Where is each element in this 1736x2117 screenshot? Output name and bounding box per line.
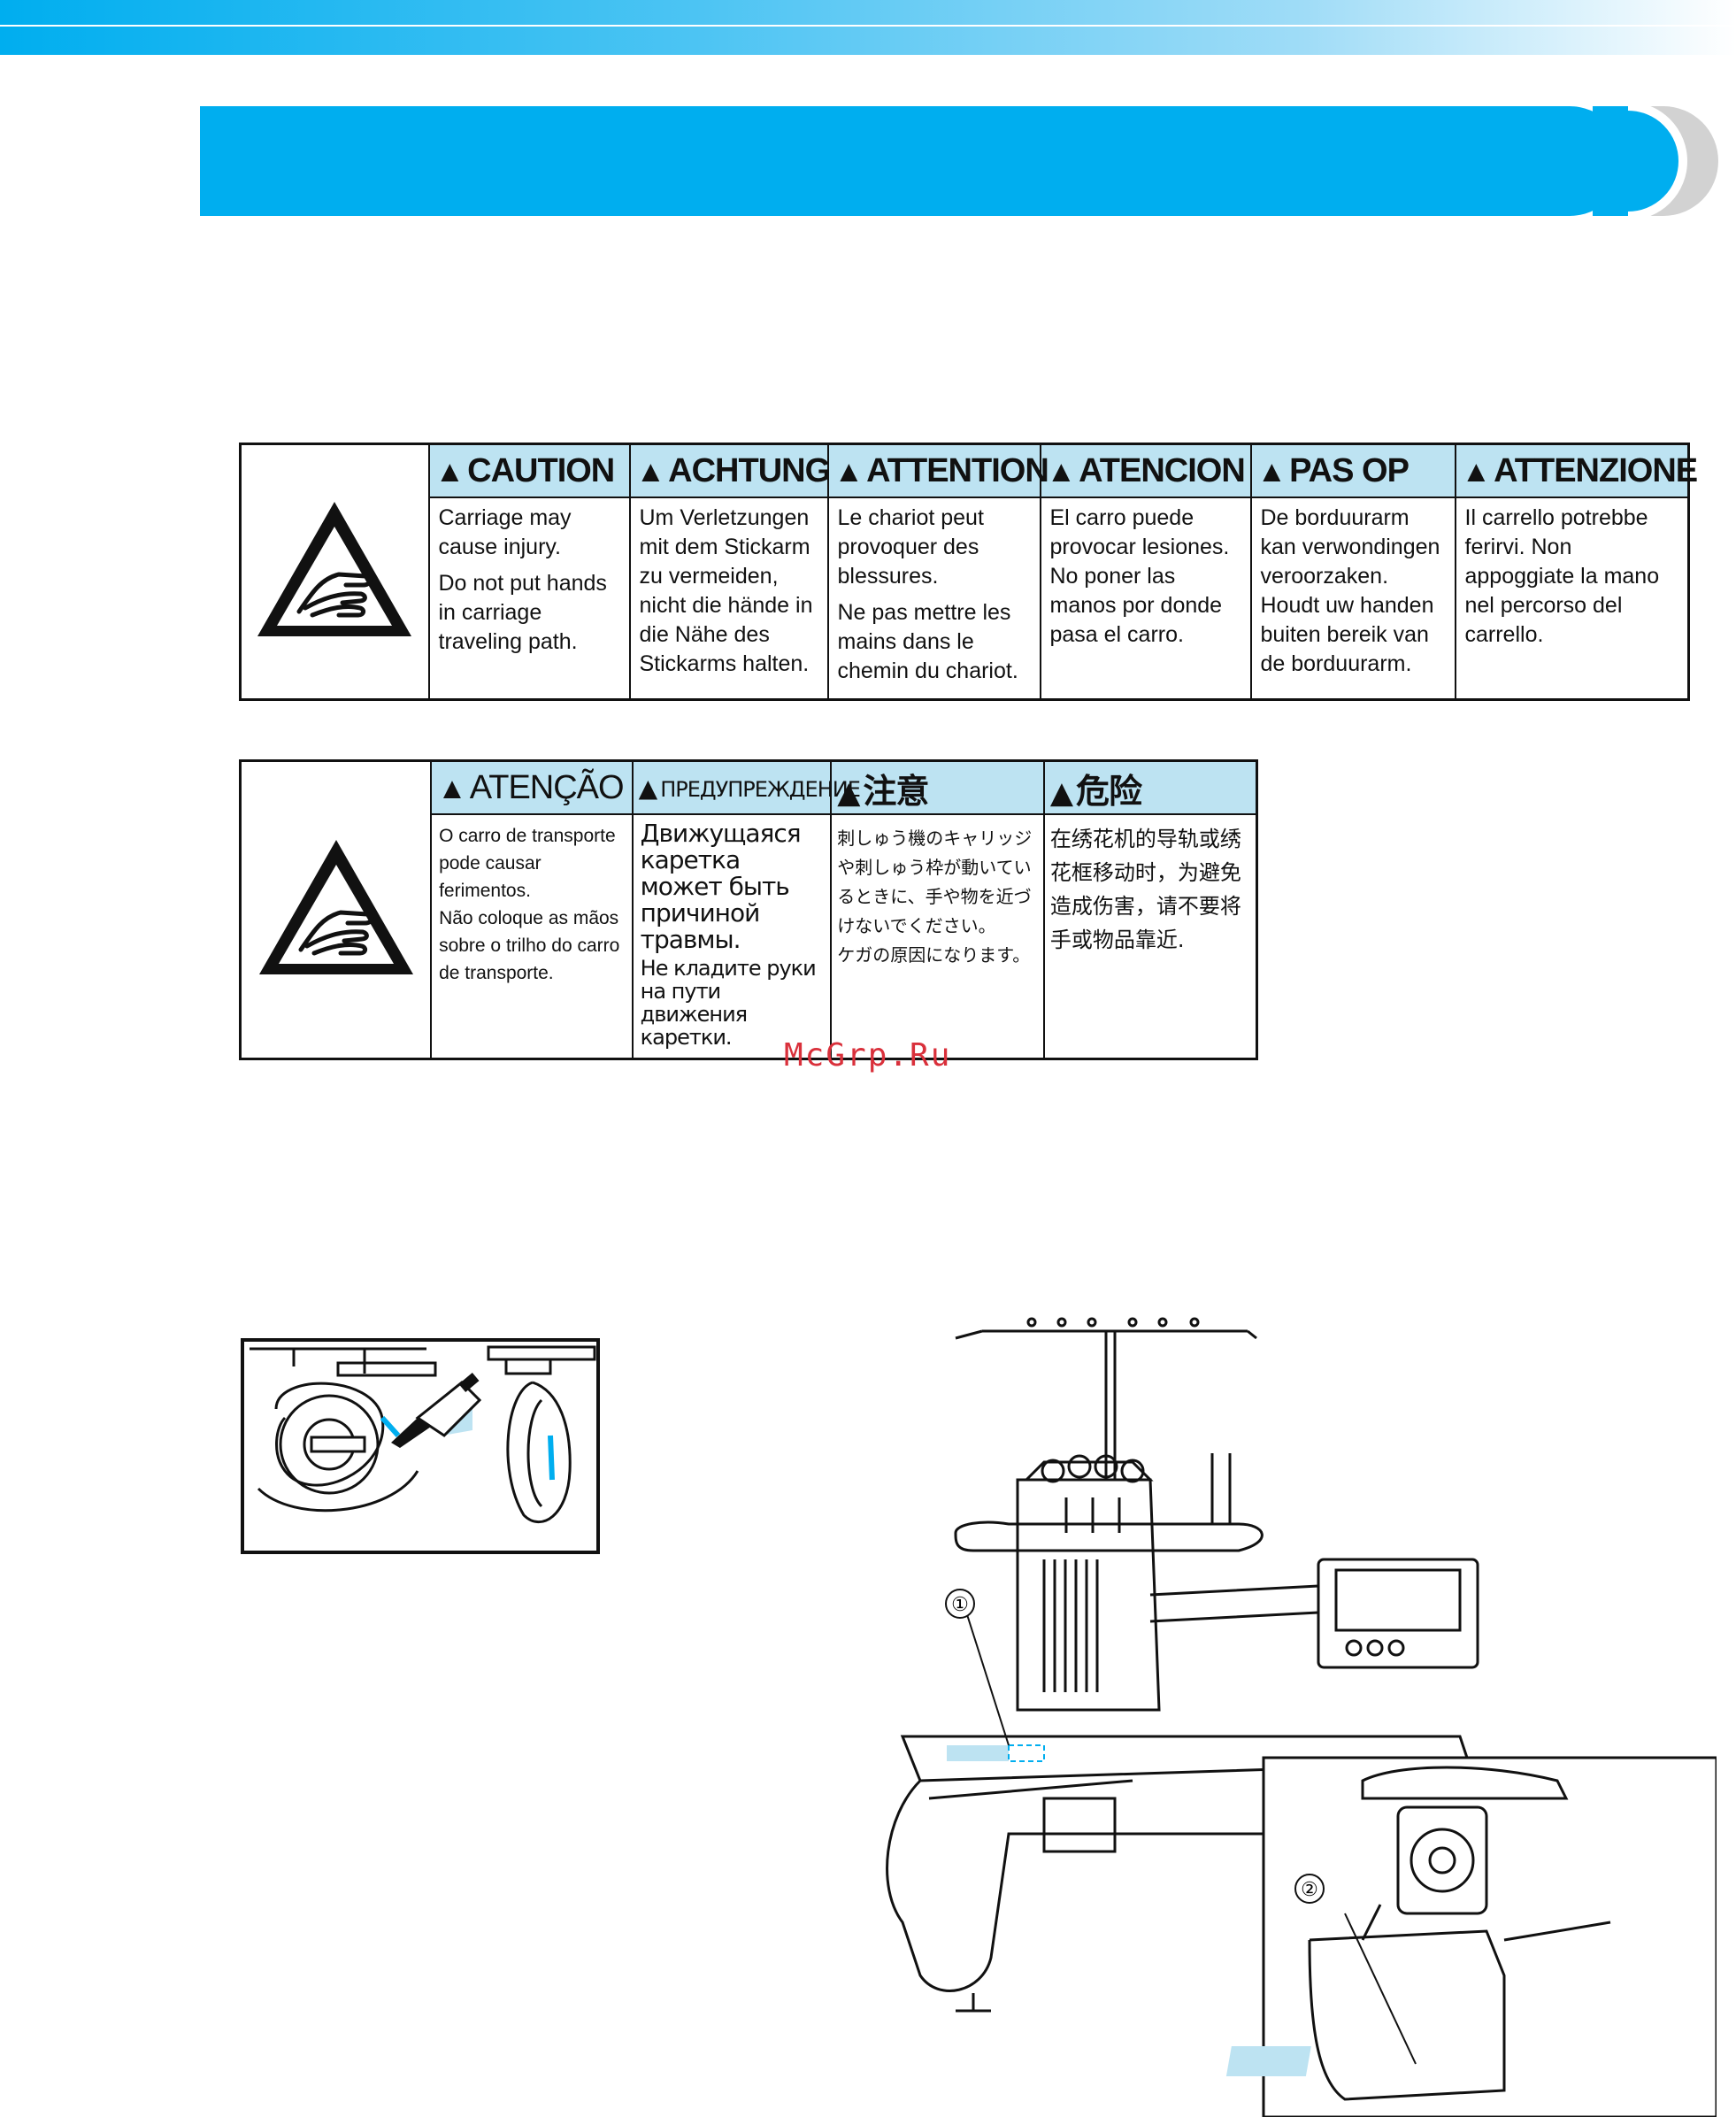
page-header-band: [0, 0, 1736, 55]
oiler-icon: [391, 1372, 482, 1448]
caution-header-es: ▲ATENCION: [1039, 443, 1252, 498]
caution-header-ru: ▲ПРЕДУПРЕЖДЕНИЕ: [631, 759, 861, 815]
caution-text-pt: O carro de transporte pode causar ferime…: [430, 813, 634, 1060]
hand-in-carriage-warning-icon: [257, 501, 412, 636]
title-bar-end-cap: [1593, 106, 1718, 216]
caution-text-ru: Движущаяся каретка может быть причиной т…: [631, 813, 833, 1060]
caution-header-zh: ▲危险: [1042, 759, 1258, 815]
svg-text:①: ①: [951, 1593, 969, 1615]
caution-text-nl: De borduurarm kan verwondingen veroorzak…: [1249, 497, 1456, 701]
callout-2: ②: [1294, 1874, 1325, 1904]
callout-1: ①: [945, 1589, 975, 1619]
caution-text-fr: Le chariot peut provoquer des blessures.…: [826, 497, 1041, 701]
caution-header-ja: ▲注意: [830, 759, 1045, 815]
caution-text-zh: 在绣花机的导轨或绣花框移动时，为避免造成伤害，请不要将手或物品靠近.: [1042, 813, 1258, 1060]
caution-label-1: ▲CAUTION ▲ACHTUNG ▲ATTENTION ▲ATENCION ▲…: [239, 443, 1698, 701]
oiling-illustration: [241, 1338, 600, 1554]
section-title-bar: [200, 106, 1625, 216]
caution-header-fr: ▲ATTENTION: [826, 443, 1049, 498]
embroidery-machine-illustration: ① ②: [886, 1317, 1717, 2117]
caution-text-it: Il carrello potrebbe ferirvi. Non appogg…: [1454, 497, 1690, 701]
caution-icon-cell-2: [239, 759, 433, 1060]
caution-header-en: ▲CAUTION: [427, 443, 631, 498]
caution-text-es: El carro puede provocar lesiones. No pon…: [1039, 497, 1252, 701]
caution-header-it: ▲ATTENZIONE: [1454, 443, 1698, 498]
svg-text:②: ②: [1301, 1878, 1318, 1900]
caution-text-de: Um Verletzungen mit dem Stickarm zu verm…: [628, 497, 829, 701]
caution-header-de: ▲ACHTUNG: [628, 443, 831, 498]
watermark: McGrp.Ru: [784, 1037, 952, 1074]
caution-text-ja: 刺しゅう機のキャリッジや刺しゅう枠が動いているときに、手や物を近づけないでくださ…: [830, 813, 1045, 1060]
caution-text-en: Carriage may cause injury.Do not put han…: [427, 497, 631, 701]
caution-header-nl: ▲PAS OP: [1249, 443, 1456, 498]
caution-header-pt: ▲ATENÇÃO: [430, 759, 634, 815]
header-rule: [0, 25, 1736, 27]
hand-in-carriage-warning-icon: [258, 839, 413, 974]
caution-label-2: ▲ATENÇÃO ▲ПРЕДУПРЕЖДЕНИЕ ▲注意 ▲危险 O carro…: [239, 759, 1258, 1060]
caution-icon-cell: [239, 443, 430, 701]
